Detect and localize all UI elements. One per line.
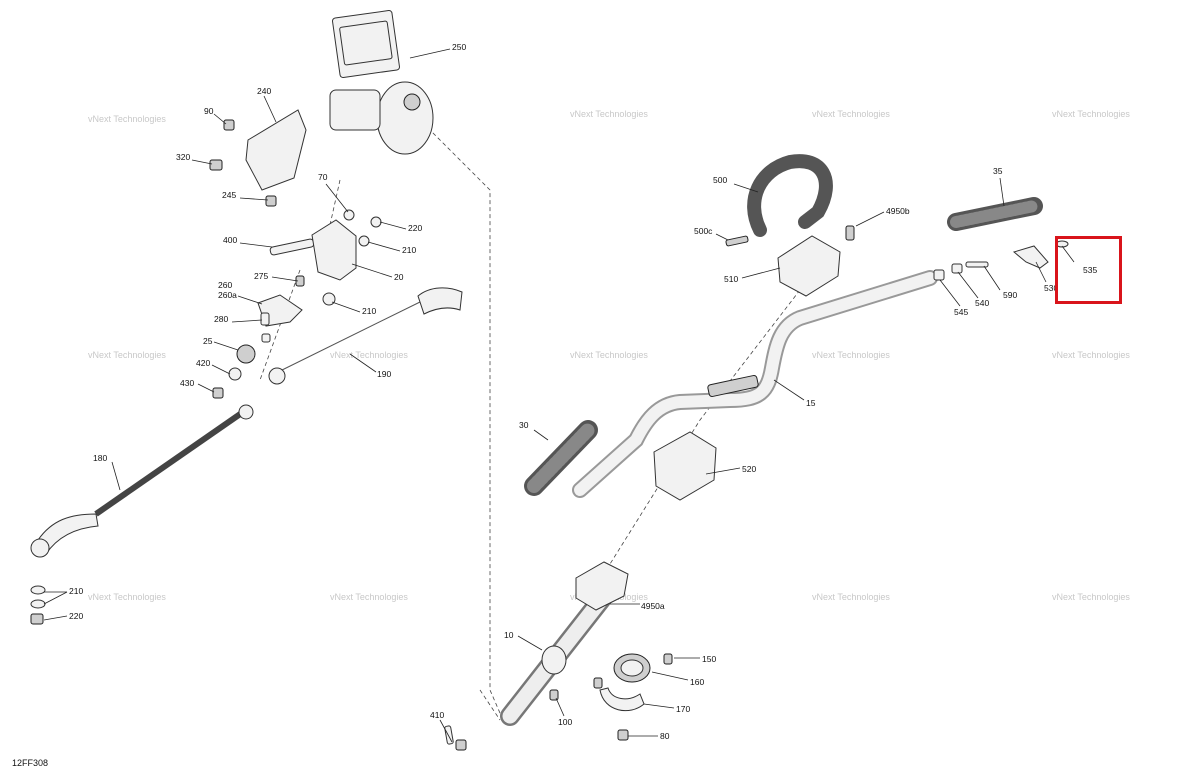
callout-500: 500 [713,175,727,185]
callout-220b: 220 [69,611,83,621]
callout-15: 15 [806,398,816,408]
tie-rod-190 [268,287,463,385]
diagram-code: 12FF308 [12,758,49,768]
steering-column-10 [500,561,629,726]
callout-590: 590 [1003,290,1017,300]
assembly-lines [259,117,801,721]
callout-245: 245 [222,190,236,200]
eps-unit [329,10,434,155]
watermark: vNext Technologies [1052,592,1130,602]
throttle-hardware [933,240,1069,281]
callout-80: 80 [660,731,670,741]
callout-90: 90 [204,106,214,116]
callout-320: 320 [176,152,190,162]
clamp-520 [653,431,717,501]
grip-35 [947,197,1043,231]
watermark: vNext Technologies [330,592,408,602]
highlight-box-535 [1055,236,1122,304]
watermark: vNext Technologies [88,350,166,360]
callout-25: 25 [203,336,213,346]
callout-20: 20 [394,272,404,282]
callout-250: 250 [452,42,466,52]
callout-4950b: 4950b [886,206,910,216]
callout-535: 535 [1083,265,1097,275]
callout-545: 545 [954,307,968,317]
grip-30 [524,420,598,496]
watermark: vNext Technologies [88,114,166,124]
watermark: vNext Technologies [88,592,166,602]
callout-170: 170 [676,704,690,714]
callout-275: 275 [254,271,268,281]
hardware-left [209,119,382,399]
bracket-240 [245,109,307,191]
watermark: vNext Technologies [812,350,890,360]
watermark: vNext Technologies [1052,350,1130,360]
callout-210a: 210 [402,245,416,255]
watermark: vNext Technologies [812,109,890,119]
watermark: vNext Technologies [812,592,890,602]
callout-280: 280 [214,314,228,324]
callout-210c: 210 [69,586,83,596]
clamp-510 [777,235,841,297]
callout-410: 410 [430,710,444,720]
callout-210b: 210 [362,306,376,316]
callout-430: 430 [180,378,194,388]
callouts: 250 240 90 320 245 70 220 400 210 20 275… [43,42,1097,743]
callout-540: 540 [975,298,989,308]
callout-4950a: 4950a [641,601,665,611]
callout-100: 100 [558,717,572,727]
tie-rod-180 [30,404,254,625]
watermark: vNext Technologies [330,350,408,360]
callout-160: 160 [690,677,704,687]
callout-10: 10 [504,630,514,640]
callout-150: 150 [702,654,716,664]
callout-260a: 260a [218,290,237,300]
callout-240: 240 [257,86,271,96]
callout-70: 70 [318,172,328,182]
watermark: vNext Technologies [570,109,648,119]
handlebar-15 [572,270,938,498]
callout-35: 35 [993,166,1003,176]
riser-500 [725,154,855,247]
callout-510: 510 [724,274,738,284]
callout-30: 30 [519,420,529,430]
callout-260: 260 [218,280,232,290]
callout-420: 420 [196,358,210,368]
watermark: vNext Technologies [570,350,648,360]
callout-190: 190 [377,369,391,379]
callout-530: 530 [1044,283,1058,293]
column-bushing [444,653,673,751]
watermark: vNext Technologies [1052,109,1130,119]
callout-520: 520 [742,464,756,474]
callout-400: 400 [223,235,237,245]
callout-180: 180 [93,453,107,463]
callout-500c: 500c [694,226,713,236]
callout-220a: 220 [408,223,422,233]
